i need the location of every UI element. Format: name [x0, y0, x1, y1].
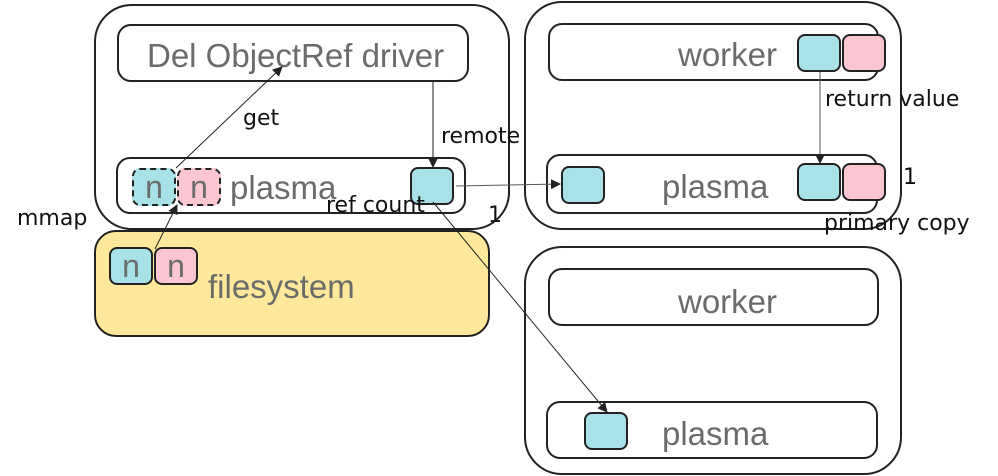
remote-label: remote	[441, 124, 521, 149]
primary-copy-count: 1	[903, 165, 917, 190]
worker-2-box: worker	[548, 268, 879, 326]
driver-box: Del ObjectRef driver	[117, 24, 469, 82]
driver-ref-object[interactable]	[410, 167, 454, 205]
filesystem-label: filesystem	[208, 268, 355, 305]
fs-object-blue-label: n	[122, 248, 140, 284]
worker-1-return-blue[interactable]	[797, 34, 841, 72]
mapped-object-blue[interactable]: n	[132, 168, 176, 206]
get-label: get	[243, 106, 280, 131]
worker-1-plasma-label: plasma	[662, 168, 769, 205]
mapped-object-pink[interactable]: n	[177, 168, 221, 206]
primary-copy-pink[interactable]	[842, 163, 886, 201]
driver-label: Del ObjectRef driver	[147, 37, 445, 74]
primary-copy-label: primary copy	[824, 211, 970, 236]
worker-2-plasma-label: plasma	[662, 415, 769, 452]
filesystem-box: filesystem	[94, 230, 490, 337]
worker-1-remote-object[interactable]	[561, 166, 605, 204]
mmap-label: mmap	[17, 206, 88, 231]
fs-object-pink-label: n	[167, 248, 185, 284]
fs-object-pink[interactable]: n	[154, 247, 198, 285]
mapped-object-blue-label: n	[145, 169, 163, 205]
worker-2-object[interactable]	[584, 412, 628, 450]
primary-copy-blue[interactable]	[797, 163, 841, 201]
worker-2-label: worker	[678, 283, 778, 320]
ref-count-value: 1	[488, 203, 502, 228]
fs-object-blue[interactable]: n	[109, 247, 153, 285]
mapped-object-pink-label: n	[190, 169, 208, 205]
worker-1-return-pink[interactable]	[842, 34, 886, 72]
worker-1-label: worker	[678, 36, 778, 73]
return-value-label: return value	[825, 87, 960, 112]
ref-count-label: ref count	[326, 193, 425, 218]
driver-plasma-label: plasma	[230, 169, 337, 206]
